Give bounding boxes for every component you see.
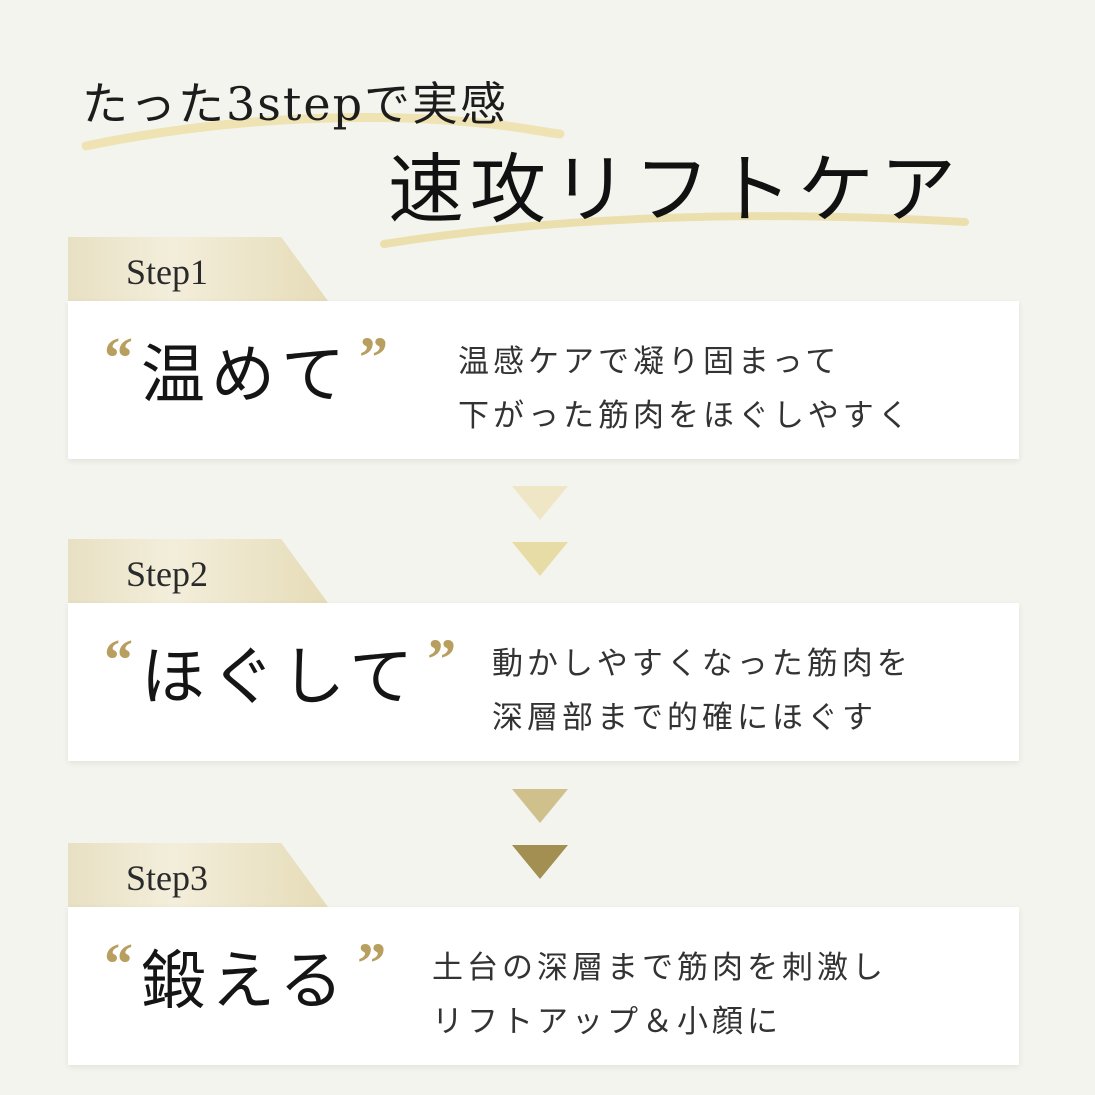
step2-keyword: “ ほぐして ” <box>104 625 457 715</box>
step1-card: “ 温めて ” 温感ケアで凝り固まって 下がった筋肉をほぐしやすく <box>68 301 1019 459</box>
step3-keyword-text: 鍛える <box>141 945 350 1019</box>
open-quote-icon: “ <box>104 627 133 692</box>
open-quote-icon: “ <box>104 325 133 390</box>
down-arrow-icon <box>512 789 568 879</box>
close-quote-icon: ” <box>427 627 457 692</box>
close-quote-icon: ” <box>359 325 388 390</box>
step3-card: “ 鍛える ” 土台の深層まで筋肉を刺激し リフトアップ＆小顔に <box>68 907 1019 1065</box>
step1-keyword-text: 温めて <box>141 339 351 413</box>
step2-label: Step2 <box>126 554 209 594</box>
step3-desc-line2: リフトアップ＆小顔に <box>432 1004 782 1040</box>
step3-tab: Step3 <box>68 843 328 907</box>
step3-desc-line1: 土台の深層まで筋肉を刺激し <box>432 950 887 986</box>
step2-description: 動かしやすくなった筋肉を 深層部まで的確にほぐす <box>492 637 912 745</box>
step2-keyword-text: ほぐして <box>141 641 420 715</box>
step2-desc-line1: 動かしやすくなった筋肉を <box>492 646 912 682</box>
step2-card: “ ほぐして ” 動かしやすくなった筋肉を 深層部まで的確にほぐす <box>68 603 1019 761</box>
step1-label: Step1 <box>126 252 209 292</box>
step1-tab: Step1 <box>68 237 328 301</box>
step1-desc-line2: 下がった筋肉をほぐしやすく <box>458 398 913 434</box>
step3-description: 土台の深層まで筋肉を刺激し リフトアップ＆小顔に <box>432 941 887 1049</box>
step1-description: 温感ケアで凝り固まって 下がった筋肉をほぐしやすく <box>458 335 913 443</box>
step2-tab: Step2 <box>68 539 328 603</box>
open-quote-icon: “ <box>104 931 133 996</box>
step3-label: Step3 <box>126 858 209 898</box>
down-arrow-icon <box>512 486 568 576</box>
heading-subtitle: たった3stepで実感 <box>82 77 509 131</box>
step3-keyword: “ 鍛える ” <box>104 929 387 1019</box>
heading-title: 速攻リフトケア <box>388 145 962 234</box>
step1-keyword: “ 温めて ” <box>104 323 388 413</box>
step2-desc-line2: 深層部まで的確にほぐす <box>492 700 877 736</box>
heading-underline-decoration <box>81 112 969 248</box>
step1-desc-line1: 温感ケアで凝り固まって <box>458 344 841 380</box>
close-quote-icon: ” <box>357 931 387 996</box>
